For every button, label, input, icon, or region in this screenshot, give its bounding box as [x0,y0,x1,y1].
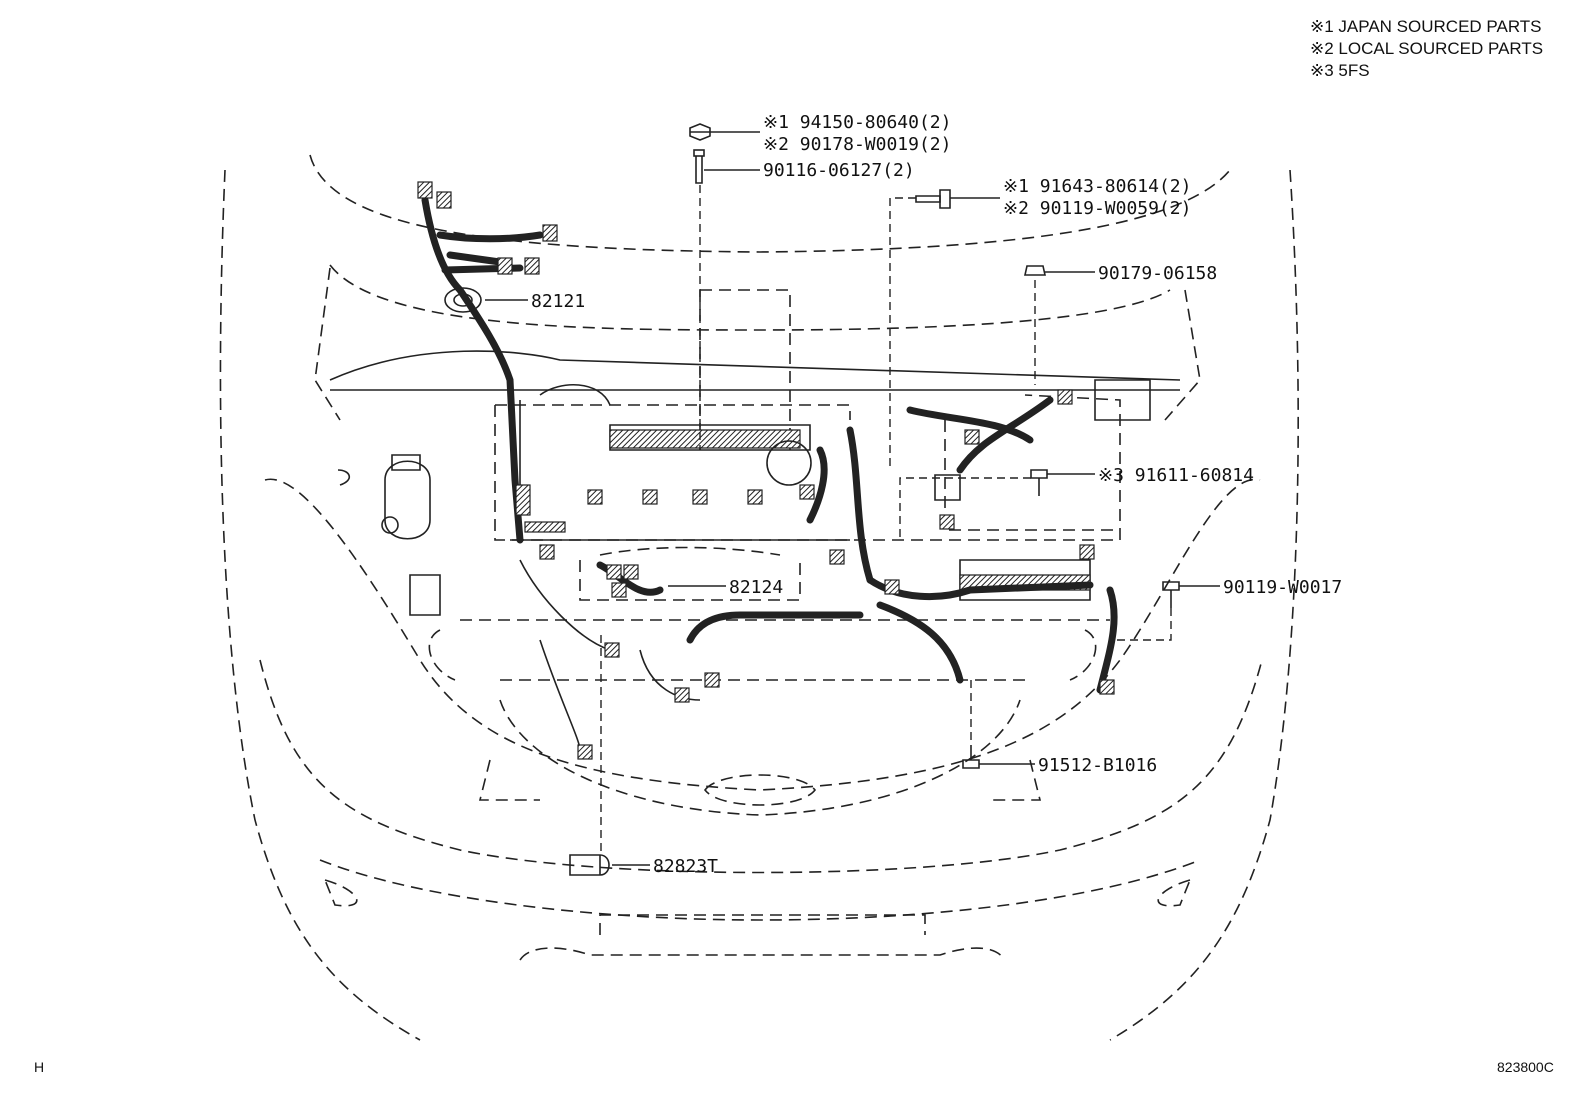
callout-90119-w0017: 90119-W0017 [1223,577,1342,598]
legend-note-3: ※3 5FS [1310,61,1370,80]
vehicle-body-outline [219,154,1299,1041]
harness-connectors [417,181,1115,760]
callout-82124: 82124 [729,577,783,598]
callout-90116-06127: 90116-06127(2) [763,160,915,181]
wire-harness [421,196,1118,751]
bolt-icon-90116 [693,149,705,184]
engine-compartment [329,289,1181,621]
legend-notes: ※1 JAPAN SOURCED PARTS ※2 LOCAL SOURCED … [1310,17,1543,80]
bolt-icon-90119-w0017 [1162,581,1180,608]
bolt-icon-91512 [962,745,980,769]
callout-91643-80614: ※1 91643-80614(2) [1003,176,1191,197]
part-callouts: ※1 94150-80640(2) ※2 90178-W0019(2) 9011… [531,112,1342,877]
legend-note-1: ※1 JAPAN SOURCED PARTS [1310,17,1542,36]
callout-90178-w0019: ※2 90178-W0019(2) [763,134,951,155]
legend-note-2: ※2 LOCAL SOURCED PARTS [1310,39,1543,58]
callout-82121: 82121 [531,291,585,312]
footer-left-mark: H [34,1059,44,1075]
bolt-icon-91611 [1030,469,1048,496]
diagram-code: 823800C [1497,1059,1554,1075]
callout-90179-06158: 90179-06158 [1098,263,1217,284]
callout-91512-b1016: 91512-B1016 [1038,755,1157,776]
callout-91611-60814: ※3 91611-60814 [1098,465,1254,486]
grommet-82121 [444,287,482,313]
callout-94150-80640: ※1 94150-80640(2) [763,112,951,133]
leader-lines [485,131,1220,866]
bolt-icon-91643 [915,189,951,209]
nut-icon-94150 [689,123,711,141]
clip-icon-82823t [569,854,610,876]
callout-82823t: 82823T [653,856,718,877]
bolt-icon-90179 [1024,265,1046,276]
callout-90119-w0059: ※2 90119-W0059(2) [1003,198,1191,219]
